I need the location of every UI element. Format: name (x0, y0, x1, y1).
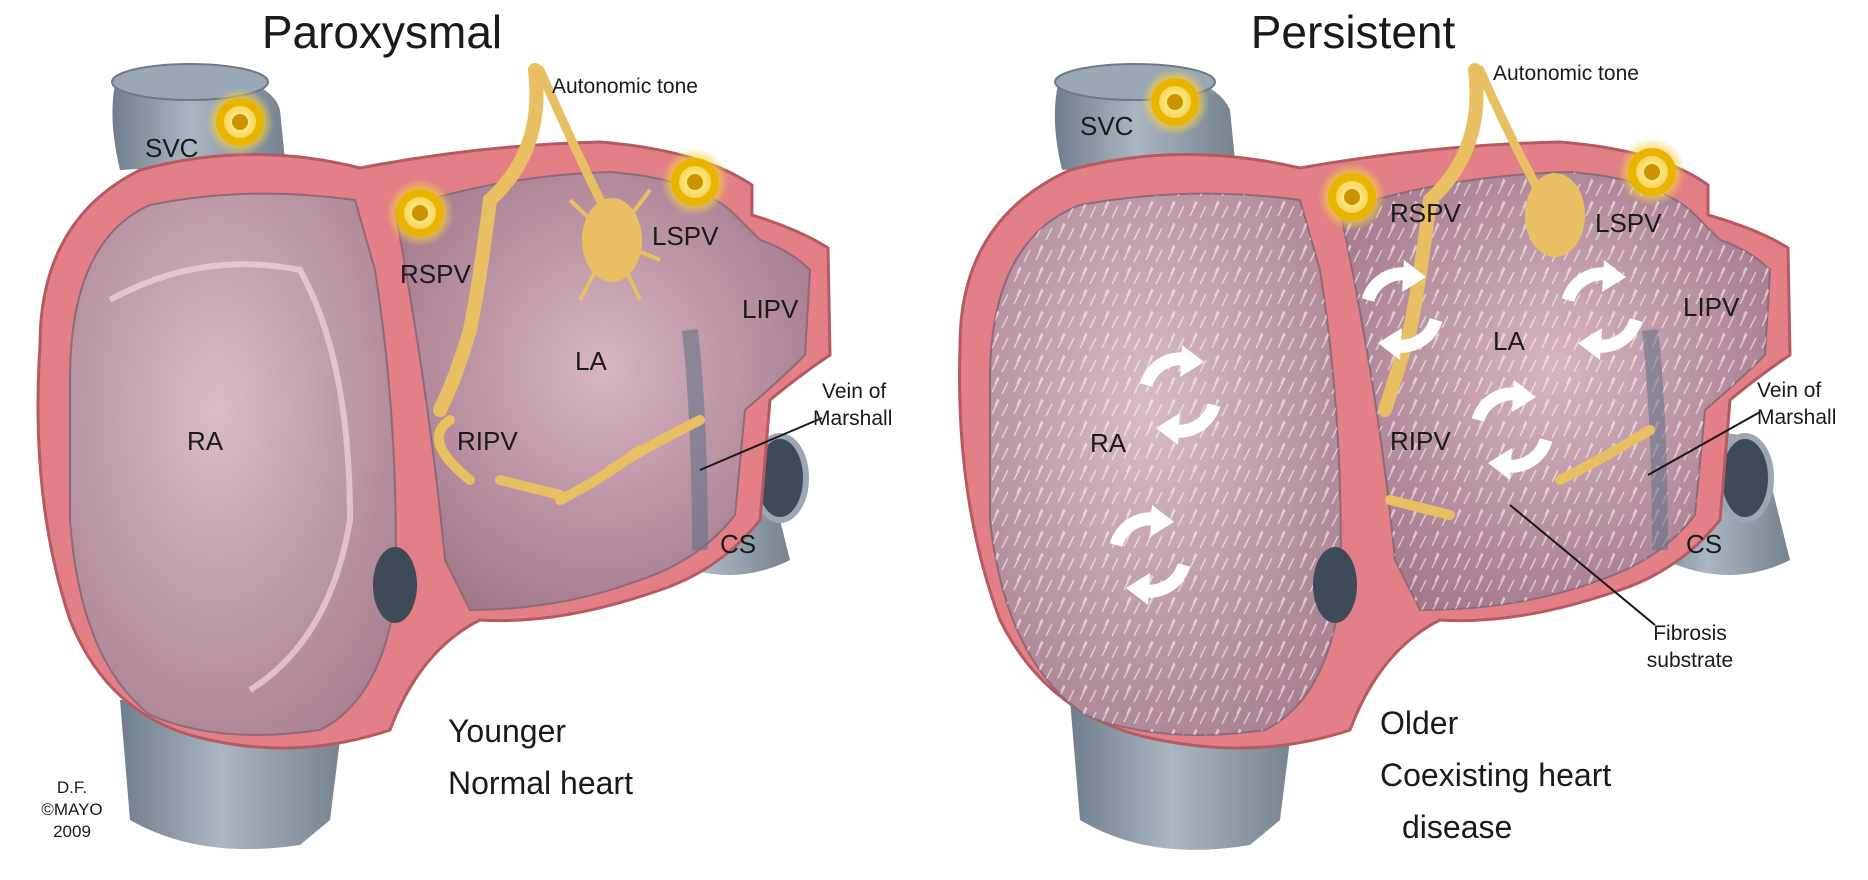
right-caption-line1: Older (1380, 705, 1459, 741)
right-caption-line3: disease (1402, 809, 1512, 845)
left-autonomic-label: Autonomic tone (552, 75, 698, 98)
left-title: Paroxysmal (262, 6, 502, 58)
left-vom-label-line2: Marshall (813, 407, 892, 430)
right-fibrosis-label-line1: Fibrosis (1653, 622, 1727, 645)
left-lipv-label: LIPV (742, 294, 799, 324)
right-cs-label: CS (1686, 529, 1722, 559)
left-ripv-label: RIPV (457, 426, 518, 456)
right-rspv-label: RSPV (1390, 198, 1461, 228)
right-la-label: LA (1493, 326, 1525, 356)
right-fibrosis-label-line2: substrate (1647, 649, 1733, 672)
right-lipv-label: LIPV (1683, 292, 1740, 322)
right-panel: Persistent (960, 6, 1837, 850)
left-ra-label: RA (187, 426, 224, 456)
right-rspv-focus-icon (1318, 163, 1386, 231)
credit-line2: ©MAYO (41, 800, 102, 819)
left-caption-line2: Normal heart (448, 765, 633, 801)
left-lspv-focus-icon (661, 148, 729, 216)
right-caption-line2: Coexisting heart (1380, 757, 1611, 793)
left-cs-label: CS (720, 529, 756, 559)
right-title: Persistent (1251, 6, 1456, 58)
right-vom-label-line1: Vein of (1757, 379, 1821, 402)
right-ra-ostium (1313, 547, 1357, 623)
left-vom-label-line1: Vein of (822, 380, 886, 403)
left-svc-label: SVC (145, 133, 198, 163)
right-vom-label-line2: Marshall (1757, 406, 1836, 429)
right-svc-focus-icon (1141, 68, 1209, 136)
left-lspv-label: LSPV (652, 221, 719, 251)
left-svc-focus-icon (206, 88, 274, 156)
left-rspv-focus-icon (386, 179, 454, 247)
credit-line3: 2009 (53, 822, 91, 841)
right-lspv-focus-icon (1618, 138, 1686, 206)
left-ra-ostium (373, 547, 417, 623)
right-ra-label: RA (1090, 428, 1127, 458)
left-rspv-label: RSPV (400, 259, 471, 289)
right-ripv-label: RIPV (1390, 426, 1451, 456)
left-la-label: LA (575, 346, 607, 376)
right-ra-fibrosis (990, 194, 1341, 735)
left-caption-line1: Younger (448, 713, 566, 749)
right-svc-label: SVC (1080, 111, 1133, 141)
right-lspv-label: LSPV (1595, 208, 1662, 238)
right-autonomic-label: Autonomic tone (1493, 62, 1639, 85)
left-panel: Paroxysmal SVC Autonomic t (38, 6, 892, 849)
credit-line1: D.F. (57, 778, 87, 797)
right-ganglion (1525, 173, 1585, 257)
